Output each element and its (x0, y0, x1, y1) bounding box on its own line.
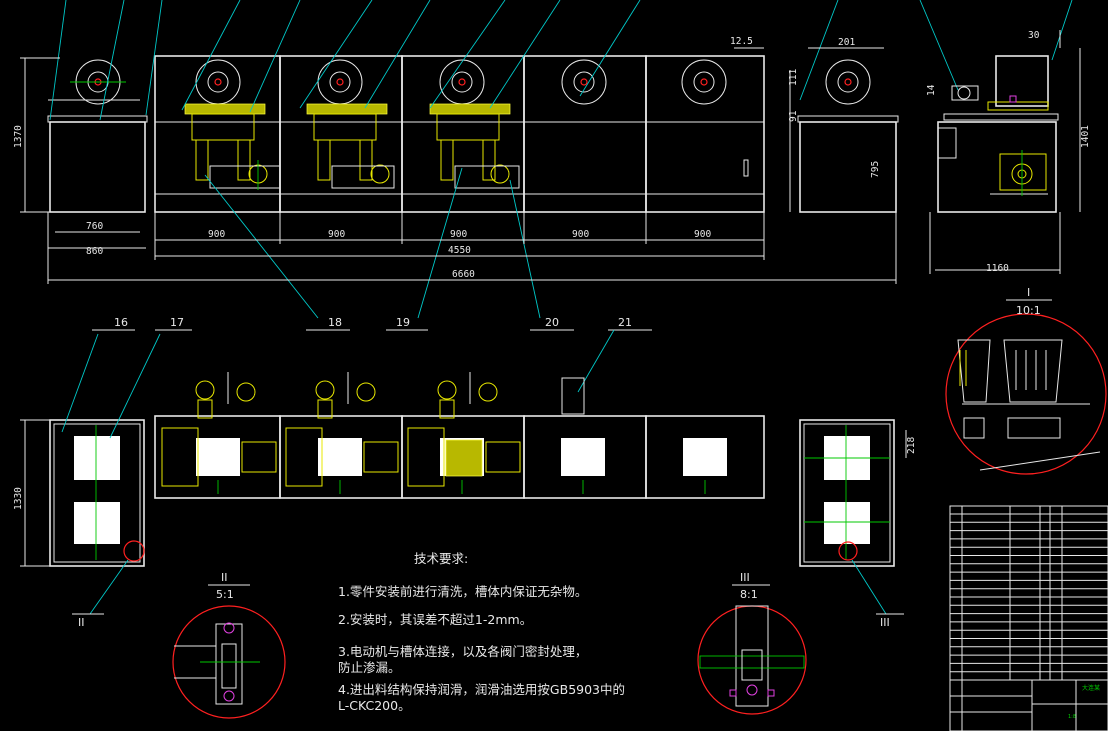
plan-motor-4 (561, 377, 585, 415)
detail-i-scale: 10:1 (1016, 304, 1041, 317)
spray-unit-3 (429, 103, 520, 189)
title-block-scale: 1:8 (1068, 714, 1076, 720)
dim-side-14: 14 (926, 84, 937, 96)
plan-motor-3 (437, 372, 498, 419)
dim-module-4: 900 (572, 229, 589, 240)
drum-1 (195, 59, 241, 105)
balloon-lines (306, 329, 652, 393)
balloon-20: 20 (545, 316, 559, 329)
dim-module-3: 900 (450, 229, 467, 240)
dim-line-length: 4550 (448, 245, 471, 256)
requirements-title: 技术要求: (414, 551, 468, 566)
balloon-18: 18 (328, 316, 342, 329)
dim-plan-width: 1330 (13, 487, 24, 510)
balloon-21: 21 (618, 316, 632, 329)
title-block (949, 505, 1108, 731)
dim-795: 795 (870, 161, 881, 178)
requirement-3b: 防止渗漏。 (338, 660, 401, 675)
title-block-corner: 大连某 (1082, 684, 1100, 692)
plan-motor-2 (315, 372, 376, 419)
dim-module-2: 900 (328, 229, 345, 240)
leader-lines-top (49, 0, 1073, 319)
balloon-17: 17 (170, 316, 184, 329)
plan-view (20, 329, 907, 567)
plan-motor-1 (195, 372, 256, 419)
detail-iii-label: III (740, 571, 750, 584)
dim-side-width: 1160 (986, 263, 1009, 274)
ref-circle-ii (123, 540, 145, 562)
detail-i (945, 313, 1107, 475)
drum-right (825, 59, 871, 105)
front-dimensions (20, 47, 1081, 284)
technical-requirements: 技术要求: 1.零件安装前进行清洗，槽体内保证无杂物。 2.安装时，其误差不超过… (338, 551, 625, 713)
dim-111: 111 (788, 69, 799, 86)
balloon-19: 19 (396, 316, 410, 329)
spray-unit-1 (184, 103, 281, 190)
dim-side-30: 30 (1028, 30, 1040, 41)
requirement-4a: 4.进出料结构保持润滑，润滑油选用按GB5903中的 (338, 682, 625, 697)
detail-ii-scale: 5:1 (216, 588, 234, 601)
dim-tank-width: 860 (86, 246, 103, 257)
front-elevation: 1370 760 860 900 900 900 900 900 4550 66… (13, 0, 1081, 319)
dim-total-length: 6660 (452, 269, 475, 280)
detail-ii-label: II (221, 571, 228, 584)
detail-iii (697, 605, 807, 715)
dim-91: 91 (788, 110, 799, 122)
drum-5 (681, 59, 727, 105)
drum-2 (317, 59, 363, 105)
dim-module-1: 900 (208, 229, 225, 240)
dim-front-height: 1370 (13, 125, 24, 148)
drum-4 (561, 59, 607, 105)
side-view (929, 30, 1061, 274)
dim-gap: 12.5 (730, 36, 753, 47)
detail-i-label: I (1027, 286, 1030, 299)
requirement-4b: L-CKC200。 (338, 698, 411, 713)
requirement-3a: 3.电动机与槽体连接，以及各阀门密封处理， (338, 644, 587, 659)
dim-top: 201 (838, 37, 855, 48)
ref-label-iii: III (880, 616, 890, 629)
drum-3 (439, 59, 485, 105)
detail-ii (172, 605, 286, 719)
detail-iii-scale: 8:1 (740, 588, 758, 601)
dim-plan-218: 218 (906, 437, 917, 454)
requirement-1: 1.零件安装前进行清洗，槽体内保证无杂物。 (338, 584, 587, 599)
dim-side-height: 1401 (1080, 125, 1091, 148)
ref-circle-iii (838, 541, 858, 561)
spray-unit-2 (306, 103, 395, 189)
dim-inner-width: 760 (86, 221, 103, 232)
balloon-16: 16 (114, 316, 128, 329)
requirement-2: 2.安装时，其误差不超过1-2mm。 (338, 612, 532, 627)
ref-label-ii: II (78, 616, 85, 629)
drum-left (70, 59, 126, 105)
dim-module-5: 900 (694, 229, 711, 240)
